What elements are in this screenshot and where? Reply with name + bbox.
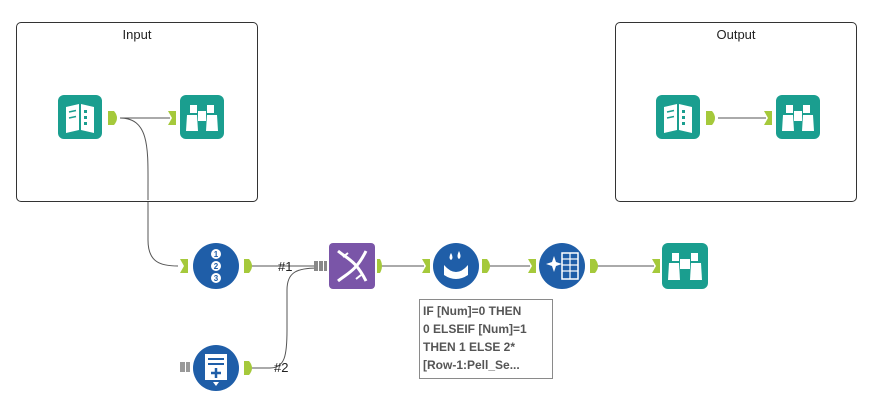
- output-anchor: [244, 361, 252, 375]
- output-anchor: [108, 111, 117, 125]
- input-anchor: [168, 111, 176, 125]
- input-anchor: [528, 259, 536, 273]
- multi-row-formula-tool[interactable]: [526, 243, 602, 291]
- annotation-line: 0 ELSEIF [Num]=1: [423, 322, 527, 336]
- input-container-browse-tool[interactable]: [168, 95, 230, 141]
- output-container-browse-tool[interactable]: [764, 95, 826, 141]
- annotation-line: IF [Num]=0 THEN: [423, 304, 522, 318]
- svg-text:1: 1: [214, 250, 219, 259]
- connection-label-2: #2: [274, 360, 289, 375]
- tool-annotation: IF [Num]=0 THEN 0 ELSEIF [Num]=1 THEN 1 …: [419, 299, 553, 379]
- output-container-title: Output: [716, 27, 756, 42]
- annotation-line: THEN 1 ELSE 2*: [423, 340, 516, 354]
- connection-label-1: #1: [278, 259, 293, 274]
- generate-rows-tool[interactable]: [420, 243, 494, 291]
- multi-input-anchor: [314, 261, 327, 271]
- input-anchor: [422, 259, 430, 273]
- add-row-icon: [205, 354, 227, 386]
- book-icon: [664, 104, 692, 133]
- wire-text-input-to-append: [250, 267, 319, 369]
- output-anchor: [377, 259, 382, 273]
- input-anchor: [180, 259, 188, 273]
- binoculars-icon: [186, 105, 218, 131]
- text-input-tool[interactable]: [176, 345, 256, 393]
- svg-text:3: 3: [214, 274, 219, 283]
- record-id-tool[interactable]: 1 2 3: [176, 243, 256, 291]
- output-anchor: [706, 111, 715, 125]
- sparkle-grid-icon: [546, 252, 579, 280]
- annotation-line: [Row-1:Pell_Se...: [423, 358, 520, 372]
- input-container-input-data-tool[interactable]: [58, 95, 122, 141]
- final-browse-tool[interactable]: [652, 243, 714, 291]
- append-fields-tool[interactable]: [312, 243, 384, 291]
- water-drop-icon: [444, 251, 468, 279]
- input-container-title: Input: [122, 27, 152, 42]
- output-anchor: [482, 259, 490, 273]
- binoculars-icon: [668, 253, 702, 280]
- output-anchor: [244, 259, 252, 273]
- output-anchor: [590, 259, 598, 273]
- svg-text:2: 2: [214, 262, 219, 271]
- output-container-input-data-tool[interactable]: [656, 95, 720, 141]
- multi-input-anchor: [180, 362, 190, 372]
- book-icon: [66, 104, 94, 133]
- binoculars-icon: [782, 105, 814, 131]
- numbered-list-icon: 1 2 3: [211, 249, 221, 283]
- dna-icon: [337, 249, 368, 283]
- input-anchor: [652, 259, 660, 273]
- input-anchor: [764, 111, 772, 125]
